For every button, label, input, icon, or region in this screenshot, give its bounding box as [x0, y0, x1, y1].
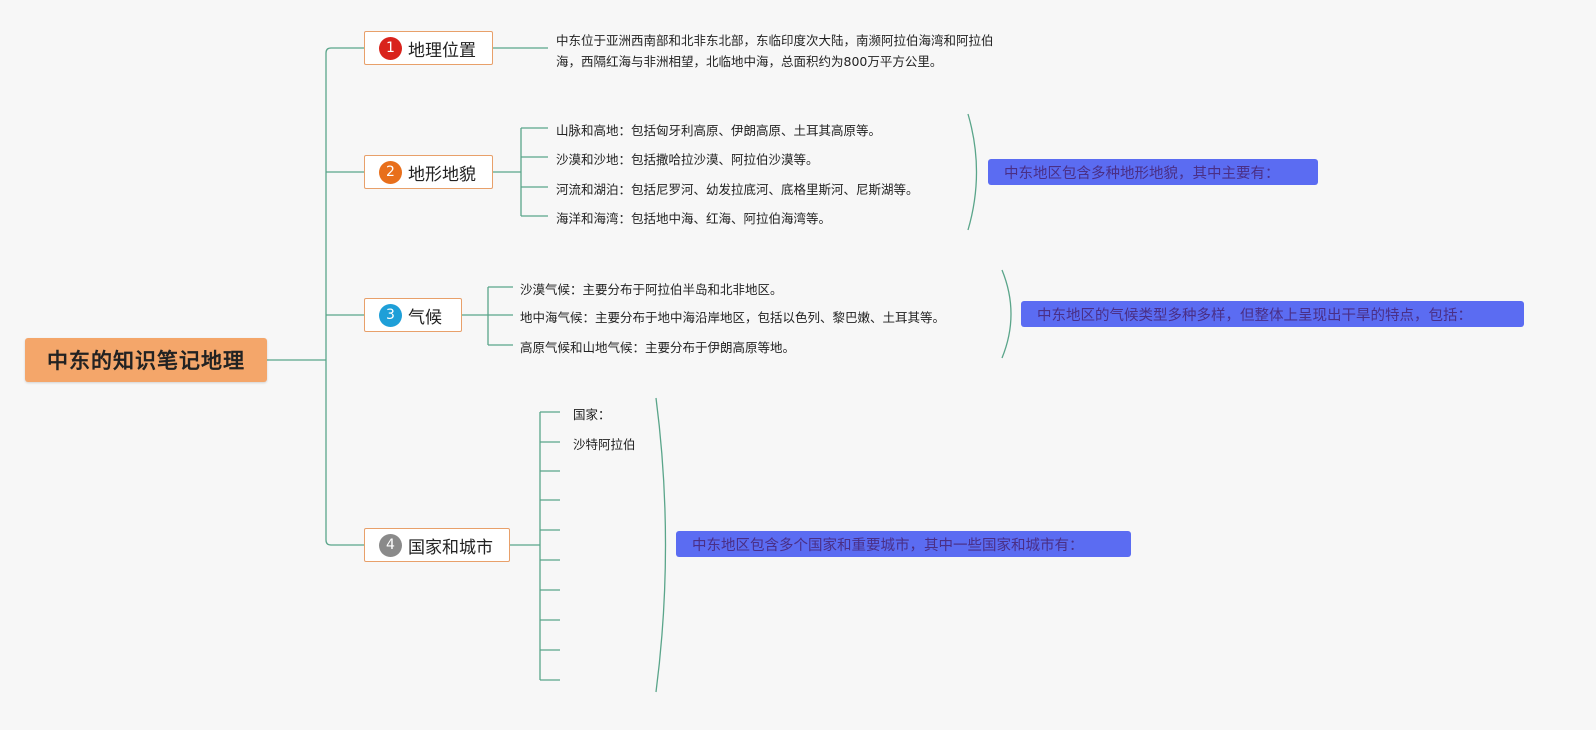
location-line-2: 海，西隔红海与非洲相望，北临地中海，总面积约为800万平方公里。	[556, 54, 943, 69]
location-line-1: 中东位于亚洲西南部和北非东北部，东临印度次大陆，南濒阿拉伯海湾和阿拉伯	[556, 33, 994, 48]
climate-summary[interactable]: 中东地区的气候类型多种多样，但整体上呈现出干旱的特点，包括：	[1021, 301, 1524, 327]
terrain-item[interactable]: 沙漠和沙地：包括撒哈拉沙漠、阿拉伯沙漠等。	[556, 152, 819, 167]
climate-item[interactable]: 沙漠气候：主要分布于阿拉伯半岛和北非地区。	[520, 282, 783, 297]
topic-geographic-location[interactable]: 1 地理位置	[364, 31, 493, 65]
summary-label: 中东地区的气候类型多种多样，但整体上呈现出干旱的特点，包括：	[1037, 307, 1472, 324]
topic-label: 地形地貌	[408, 164, 476, 185]
location-description[interactable]: 中东位于亚洲西南部和北非东北部，东临印度次大陆，南濒阿拉伯海湾和阿拉伯 海，西隔…	[556, 30, 1056, 72]
country-item[interactable]: 沙特阿拉伯	[573, 437, 636, 452]
terrain-summary[interactable]: 中东地区包含多种地形地貌，其中主要有：	[988, 159, 1318, 185]
number-badge-2: 2	[379, 160, 402, 184]
root-topic-label: 中东的知识笔记地理	[47, 349, 245, 373]
terrain-item[interactable]: 山脉和高地：包括匈牙利高原、伊朗高原、土耳其高原等。	[556, 123, 882, 138]
topic-terrain[interactable]: 2 地形地貌	[364, 155, 493, 189]
number-badge-1: 1	[379, 36, 402, 60]
summary-label: 中东地区包含多个国家和重要城市，其中一些国家和城市有：	[692, 537, 1084, 554]
root-topic[interactable]: 中东的知识笔记地理	[25, 338, 267, 382]
topic-label: 国家和城市	[408, 537, 493, 558]
climate-item[interactable]: 高原气候和山地气候：主要分布于伊朗高原等地。	[520, 340, 796, 355]
topic-label: 气候	[408, 307, 442, 328]
terrain-item[interactable]: 海洋和海湾：包括地中海、红海、阿拉伯海湾等。	[556, 211, 832, 226]
topic-climate[interactable]: 3 气候	[364, 298, 462, 332]
climate-item[interactable]: 地中海气候：主要分布于地中海沿岸地区，包括以色列、黎巴嫩、土耳其等。	[520, 310, 946, 325]
summary-label: 中东地区包含多种地形地貌，其中主要有：	[1004, 165, 1280, 182]
terrain-item[interactable]: 河流和湖泊：包括尼罗河、幼发拉底河、底格里斯河、尼斯湖等。	[556, 182, 919, 197]
countries-summary[interactable]: 中东地区包含多个国家和重要城市，其中一些国家和城市有：	[676, 531, 1131, 557]
number-badge-3: 3	[379, 303, 402, 327]
topic-countries-cities[interactable]: 4 国家和城市	[364, 528, 510, 562]
topic-label: 地理位置	[408, 40, 476, 61]
number-badge-4: 4	[379, 533, 402, 557]
country-item[interactable]: 国家：	[573, 407, 611, 422]
